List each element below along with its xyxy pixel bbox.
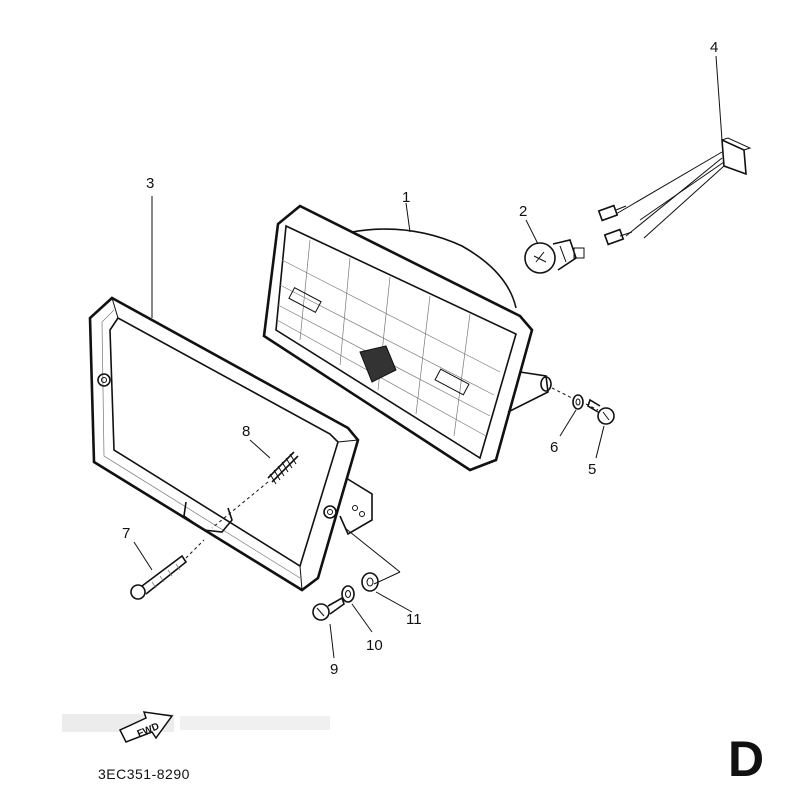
assembly-guide-lines <box>344 387 599 585</box>
callout-9: 9 <box>330 661 338 678</box>
part-6-washer <box>572 394 584 410</box>
callout-11: 11 <box>406 611 422 628</box>
part-5-screw <box>587 398 615 425</box>
part-3-headlight-frame <box>88 296 373 592</box>
callout-2: 2 <box>519 203 527 220</box>
part-1-headlight-unit <box>262 204 552 472</box>
faint-smudge <box>62 714 330 732</box>
part-2-bulb <box>524 239 585 274</box>
callout-5: 5 <box>588 461 596 478</box>
drawing-code: 3EC351-8290 <box>98 766 190 782</box>
part-10-spring-washer <box>341 585 355 603</box>
part-11-washer <box>361 572 379 592</box>
callout-4: 4 <box>710 39 718 56</box>
sheet-letter: D <box>728 731 765 787</box>
part-4-socket-cord <box>597 137 752 246</box>
callout-7: 7 <box>122 525 130 542</box>
part-7-long-bolt <box>130 539 205 600</box>
callout-8: 8 <box>242 423 250 440</box>
fwd-arrow-icon: FWD <box>118 711 174 743</box>
part-9-screw <box>312 596 345 621</box>
callout-6: 6 <box>550 439 558 456</box>
callout-1: 1 <box>402 189 410 206</box>
callout-3: 3 <box>146 175 154 192</box>
callout-10: 10 <box>366 637 383 654</box>
part-8-spring <box>211 451 299 529</box>
leader-lines <box>133 55 723 659</box>
